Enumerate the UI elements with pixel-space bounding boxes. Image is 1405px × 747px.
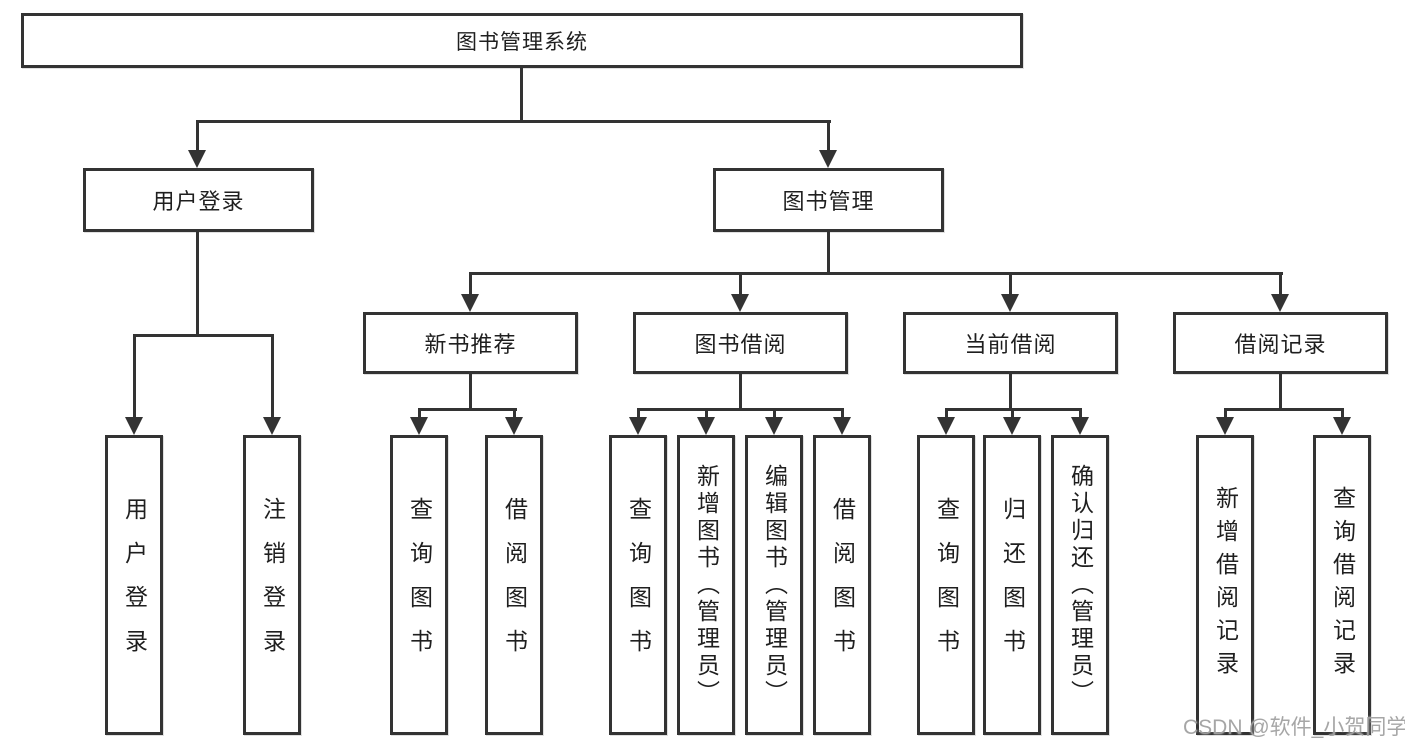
arrowhead-down-book-mgmt [819, 150, 837, 168]
arrowhead-down-nb1 [410, 417, 428, 435]
leaf-logout-label: 注销登录 [259, 497, 286, 673]
arrowhead-down-leaf-login [125, 417, 143, 435]
connector-stub-user-login [196, 120, 199, 152]
connector-bookborrow-rail [637, 408, 844, 411]
leaf-records-add: 新增借阅记录 [1196, 435, 1254, 735]
leaf-borrow-edit-label: 编辑图书（管理员） [761, 463, 788, 707]
arrowhead-down-current-borrow [1001, 294, 1019, 312]
leaf-current-confirm-label: 确认归还（管理员） [1067, 463, 1094, 707]
connector-stub-nb1 [418, 408, 421, 420]
leaf-borrow-query: 查询图书 [609, 435, 667, 735]
connector-stub-br2 [1341, 408, 1344, 420]
arrowhead-down-br1 [1216, 417, 1234, 435]
connector-stub-book-mgmt [827, 120, 830, 152]
connector-stub-book-borrow [739, 272, 742, 296]
node-book-borrow: 图书借阅 [633, 312, 848, 374]
connector-currentborrow-drop [1009, 374, 1012, 410]
node-book-borrow-label: 图书借阅 [694, 332, 787, 357]
leaf-newbook-borrow-label: 借阅图书 [501, 497, 528, 673]
csdn-watermark: CSDN @软件_小贺同学 [1183, 716, 1405, 739]
connector-stub-bb1 [637, 408, 640, 420]
leaf-newbook-query: 查询图书 [390, 435, 448, 735]
node-root-label: 图书管理系统 [456, 30, 588, 54]
connector-stub-cb3 [1079, 408, 1082, 420]
leaf-borrow-add-label: 新增图书（管理员） [693, 463, 720, 707]
arrowhead-down-br2 [1333, 417, 1351, 435]
connector-stub-br1 [1224, 408, 1227, 420]
arrowhead-down-cb2 [1003, 417, 1021, 435]
node-current-borrow-label: 当前借阅 [964, 332, 1057, 357]
connector-userlogin-drop [196, 232, 199, 337]
leaf-borrow-add: 新增图书（管理员） [677, 435, 735, 735]
connector-newbook-drop [469, 374, 472, 410]
arrowhead-down-bb1 [629, 417, 647, 435]
node-book-mgmt-label: 图书管理 [782, 189, 875, 214]
leaf-current-return: 归还图书 [983, 435, 1041, 735]
arrowhead-down-new-book [461, 294, 479, 312]
leaf-current-query-label: 查询图书 [933, 497, 960, 673]
arrowhead-down-bb3 [765, 417, 783, 435]
arrowhead-down-cb1 [937, 417, 955, 435]
leaf-newbook-query-label: 查询图书 [406, 497, 433, 673]
connector-records-rail [1224, 408, 1344, 411]
arrowhead-down-bb2 [697, 417, 715, 435]
leaf-records-add-label: 新增借阅记录 [1212, 486, 1239, 684]
leaf-current-query: 查询图书 [917, 435, 975, 735]
leaf-logout: 注销登录 [243, 435, 301, 735]
connector-stub-current-borrow [1009, 272, 1012, 296]
connector-stub-new-book [469, 272, 472, 296]
leaf-user-login: 用户登录 [105, 435, 163, 735]
arrowhead-down-leaf-logout [263, 417, 281, 435]
leaf-newbook-borrow: 借阅图书 [485, 435, 543, 735]
node-current-borrow: 当前借阅 [903, 312, 1118, 374]
connector-bookmgmt-rail [469, 272, 1283, 275]
leaf-current-return-label: 归还图书 [999, 497, 1026, 673]
connector-stub-cb1 [945, 408, 948, 420]
node-user-login-label: 用户登录 [152, 189, 245, 214]
leaf-user-login-label: 用户登录 [121, 497, 148, 673]
leaf-borrow-borrow-label: 借阅图书 [829, 497, 856, 673]
leaf-records-query-label: 查询借阅记录 [1329, 486, 1356, 684]
node-borrow-records: 借阅记录 [1173, 312, 1388, 374]
connector-root-rail [196, 120, 831, 123]
leaf-records-query: 查询借阅记录 [1313, 435, 1371, 735]
connector-stub-bb2 [705, 408, 708, 420]
arrowhead-down-nb2 [505, 417, 523, 435]
connector-records-drop [1279, 374, 1282, 410]
connector-stub-borrow-records [1279, 272, 1282, 296]
connector-stub-cb2 [1011, 408, 1014, 420]
node-new-book: 新书推荐 [363, 312, 578, 374]
connector-stub-bb3 [773, 408, 776, 420]
node-book-mgmt: 图书管理 [713, 168, 944, 232]
leaf-borrow-edit: 编辑图书（管理员） [745, 435, 803, 735]
connector-userlogin-rail [133, 334, 274, 337]
arrowhead-down-borrow-records [1271, 294, 1289, 312]
connector-stub-bb4 [841, 408, 844, 420]
connector-root-drop [520, 68, 523, 122]
connector-bookborrow-drop [739, 374, 742, 410]
arrowhead-down-bb4 [833, 417, 851, 435]
arrowhead-down-cb3 [1071, 417, 1089, 435]
node-borrow-records-label: 借阅记录 [1234, 332, 1327, 357]
connector-stub-leaf-login [133, 334, 136, 419]
node-user-login: 用户登录 [83, 168, 314, 232]
leaf-current-confirm: 确认归还（管理员） [1051, 435, 1109, 735]
connector-newbook-rail [418, 408, 517, 411]
arrowhead-down-user-login [188, 150, 206, 168]
node-new-book-label: 新书推荐 [424, 332, 517, 357]
connector-bookmgmt-drop [827, 232, 830, 274]
connector-stub-leaf-logout [271, 334, 274, 419]
leaf-borrow-query-label: 查询图书 [625, 497, 652, 673]
leaf-borrow-borrow: 借阅图书 [813, 435, 871, 735]
node-root: 图书管理系统 [21, 13, 1023, 68]
connector-stub-nb2 [513, 408, 516, 420]
arrowhead-down-book-borrow [731, 294, 749, 312]
